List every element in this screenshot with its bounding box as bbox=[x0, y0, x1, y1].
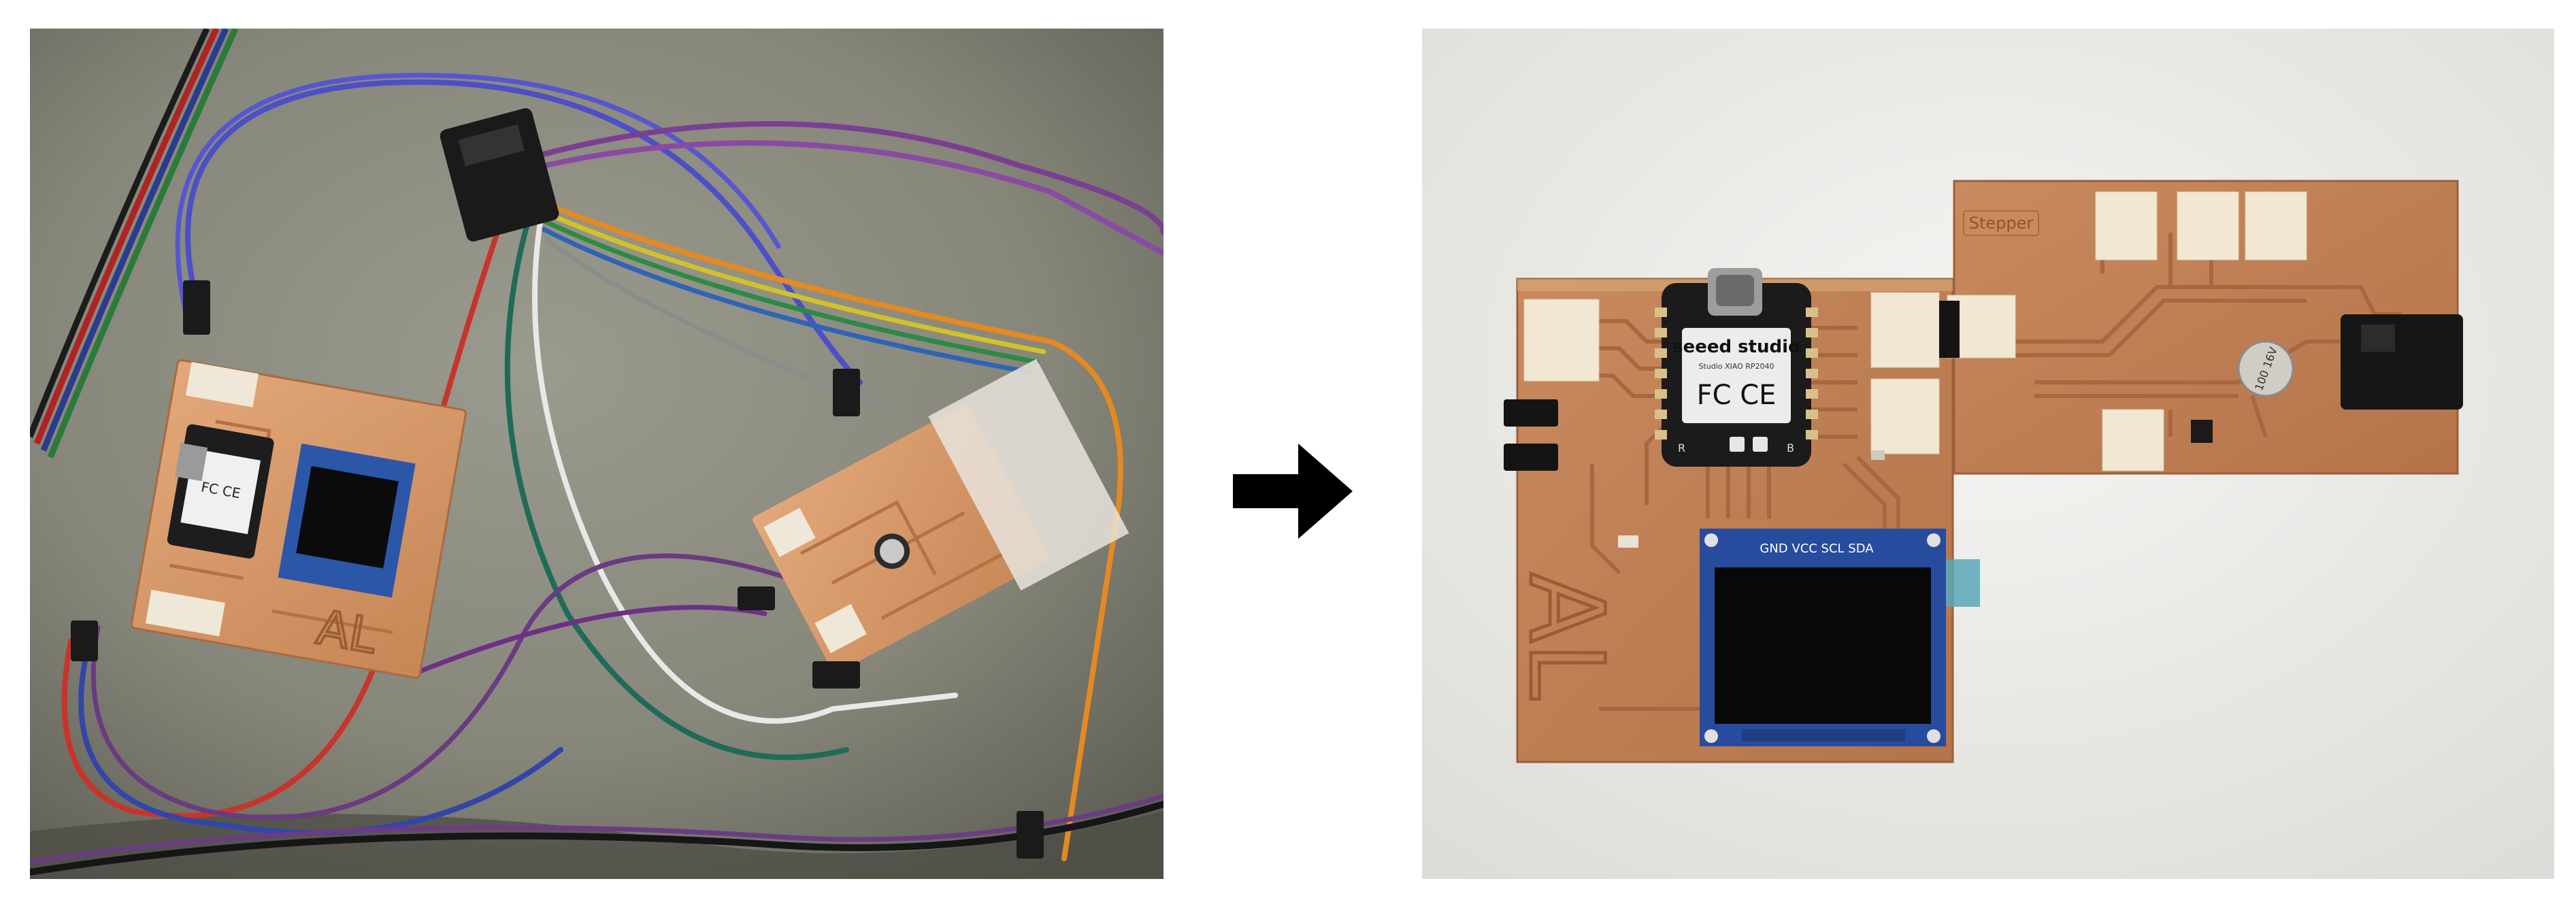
mcu-cert-marks: FC CE bbox=[1697, 380, 1777, 411]
board-b-stepper-driver bbox=[753, 359, 1129, 674]
oled-display-module: GND VCC SCL SDA bbox=[1700, 529, 1980, 746]
electrolytic-capacitor bbox=[2237, 340, 2294, 397]
pad-b-label: B bbox=[1787, 442, 1794, 454]
smd-transistor bbox=[2191, 420, 2213, 443]
stepper-header-3 bbox=[2245, 191, 2307, 261]
header-right-top bbox=[1870, 292, 1940, 368]
barrel-jack bbox=[2341, 314, 2463, 410]
mcu-model: Studio XIAO RP2040 bbox=[1698, 362, 1774, 371]
jumper-wires bbox=[30, 73, 1163, 876]
oled-pin-labels: GND VCC SCL SDA bbox=[1760, 542, 1874, 556]
jumper-top bbox=[1504, 399, 1558, 427]
header-left bbox=[1523, 299, 1600, 382]
stepper-header-2 bbox=[2177, 191, 2239, 261]
flat-boards-scene: seeed studio Studio XIAO RP2040 FC CE R … bbox=[1422, 29, 2554, 879]
board-a-initials: AL bbox=[313, 599, 381, 665]
board-a-oled-controller: FC CE AL bbox=[130, 359, 467, 679]
carpet-shadow bbox=[30, 811, 1163, 879]
right-arrow-icon bbox=[1233, 444, 1353, 539]
stepper-header-bottom bbox=[2102, 409, 2164, 471]
right-photo-boards-flat: seeed studio Studio XIAO RP2040 FC CE R … bbox=[1422, 29, 2554, 879]
stepper-driver-board: 100 16V Stepper bbox=[1939, 180, 2463, 475]
smd-part bbox=[1871, 450, 1885, 460]
wired-scene: FC CE AL bbox=[30, 29, 1163, 879]
wire-plugs bbox=[71, 280, 1044, 859]
xiao-rp2040-module: seeed studio Studio XIAO RP2040 FC CE R … bbox=[1655, 268, 1818, 467]
left-photo-wired-boards: FC CE AL bbox=[30, 29, 1163, 879]
jumper-bottom bbox=[1504, 444, 1558, 471]
board-link-connector bbox=[1939, 301, 1960, 358]
ribbon-cable-topleft bbox=[30, 29, 239, 459]
stepper-board-label: Stepper bbox=[1969, 214, 2034, 233]
stepper-header-1 bbox=[2095, 191, 2158, 261]
pad-r-label: R bbox=[1678, 442, 1685, 454]
main-controller-board: seeed studio Studio XIAO RP2040 FC CE R … bbox=[1504, 268, 1980, 763]
black-connector-block bbox=[440, 108, 559, 242]
main-board-initials: AL bbox=[1506, 573, 1625, 699]
smd-resistor bbox=[1618, 535, 1638, 548]
header-right-mid bbox=[1870, 378, 1940, 454]
mcu-brand: seeed studio bbox=[1672, 337, 1800, 357]
